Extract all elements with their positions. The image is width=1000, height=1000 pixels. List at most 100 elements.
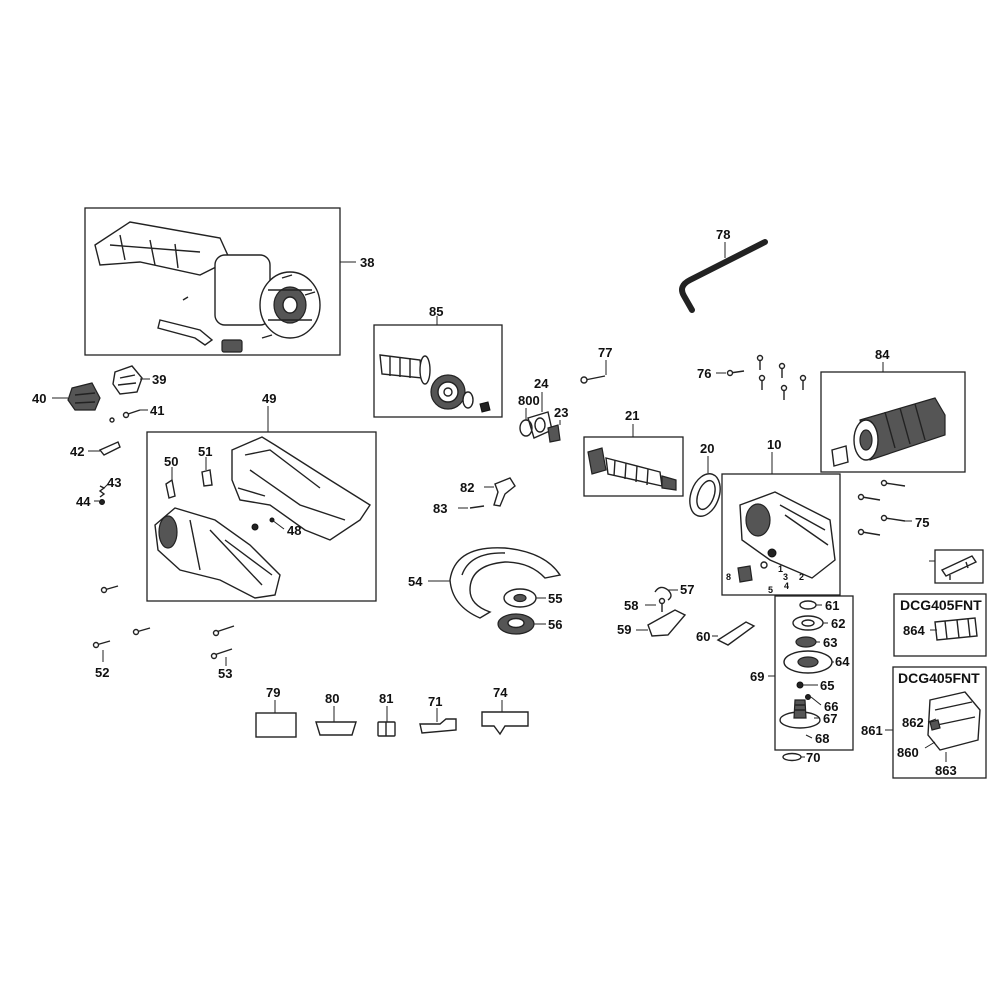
callout-61: 61 xyxy=(825,598,839,613)
callout-64: 64 xyxy=(835,654,850,669)
callout-82: 82 xyxy=(460,480,474,495)
callout-67: 67 xyxy=(823,711,837,726)
callout-60: 60 xyxy=(696,629,710,644)
callout-864: 864 xyxy=(903,623,925,638)
callout-54: 54 xyxy=(408,574,423,589)
part-24-washer xyxy=(519,408,533,437)
part-20-spindle xyxy=(583,424,684,497)
callout-9: 10 xyxy=(767,437,781,452)
callout-39: 39 xyxy=(152,372,166,387)
callout-74: 76 xyxy=(697,366,711,381)
label-1: 1 xyxy=(778,564,783,574)
part-52-screws xyxy=(92,585,151,662)
part-800-module xyxy=(929,549,984,584)
callout-40: 40 xyxy=(32,391,46,406)
callout-49: 51 xyxy=(198,444,212,459)
callout-81: 74 xyxy=(493,685,508,700)
label-2: 2 xyxy=(799,572,804,582)
callout-57: 57 xyxy=(680,582,694,597)
callout-65: 65 xyxy=(820,678,834,693)
callout-50: 50 xyxy=(164,454,178,469)
callout-68: 68 xyxy=(815,731,829,746)
callout-53: 53 xyxy=(218,666,232,681)
part-21-bearing xyxy=(547,420,561,443)
callout-71: 75 xyxy=(915,515,929,530)
callout-20: 21 xyxy=(625,408,639,423)
part-69-bearing-assembly xyxy=(768,595,854,751)
callout-860: 860 xyxy=(897,745,919,760)
part-83-pin xyxy=(458,505,485,509)
part-79-label xyxy=(377,706,396,737)
callout-85: 85 xyxy=(429,304,443,319)
callout-56: 56 xyxy=(548,617,562,632)
callout-62: 62 xyxy=(831,616,845,631)
callout-23: 24 xyxy=(534,376,549,391)
callout-76: 78 xyxy=(716,227,730,242)
kit-a-title: DCG405FNT xyxy=(900,597,982,613)
callout-10: 20 xyxy=(700,441,714,456)
part-71-screws xyxy=(857,479,912,536)
callout-43: 43 xyxy=(107,475,121,490)
part-59-lever xyxy=(636,609,687,637)
part-85-gear-assembly xyxy=(373,316,503,418)
label-5: 5 xyxy=(768,585,773,595)
part-82-lever xyxy=(484,477,516,507)
callout-41: 41 xyxy=(150,403,164,418)
part-39-switch-cover xyxy=(112,365,150,395)
part-55-flange xyxy=(503,588,546,608)
callout-42: 42 xyxy=(70,444,84,459)
callout-52: 52 xyxy=(95,665,109,680)
callout-38: 38 xyxy=(360,255,374,270)
label-4: 4 xyxy=(784,581,789,591)
part-78-label xyxy=(315,706,357,736)
part-75-screw xyxy=(580,360,607,384)
label-3: 3 xyxy=(783,572,788,582)
callout-75: 77 xyxy=(598,345,612,360)
part-42-clip xyxy=(88,441,121,456)
callout-863: 863 xyxy=(935,763,957,778)
callout-59: 59 xyxy=(617,622,631,637)
kit-a-box xyxy=(893,593,987,657)
callout-51: 49 xyxy=(262,391,276,406)
callout-78: 80 xyxy=(325,691,339,706)
part-80-label xyxy=(419,708,457,734)
part-74-screws xyxy=(716,354,807,400)
switch-lock-labels: 8 1 3 2 5 4 xyxy=(726,564,804,595)
callout-861: 861 xyxy=(861,723,883,738)
callout-70: 70 xyxy=(806,750,820,765)
callout-79: 81 xyxy=(379,691,393,706)
callout-83: 83 xyxy=(433,501,447,516)
callout-80: 71 xyxy=(428,694,442,709)
part-51-housing xyxy=(146,406,377,602)
part-54-guard xyxy=(428,547,562,619)
callout-77: 79 xyxy=(266,685,280,700)
part-10-gasket xyxy=(689,456,721,517)
part-38-motor-assembly xyxy=(84,207,356,356)
part-70-ring xyxy=(782,752,805,762)
callout-21: 23 xyxy=(554,405,568,420)
part-53-screws xyxy=(210,625,235,666)
part-58-screw xyxy=(645,597,666,612)
part-81-label xyxy=(481,700,529,736)
callout-66: 66 xyxy=(824,699,838,714)
callout-48: 48 xyxy=(287,523,301,538)
part-84-side-handle xyxy=(820,362,966,473)
part-9-gear-case xyxy=(721,452,841,596)
part-60-latch xyxy=(712,621,756,646)
part-43-44-spring xyxy=(94,483,109,505)
callout-58: 58 xyxy=(624,598,638,613)
callout-44: 44 xyxy=(76,494,91,509)
kit-b-title: DCG405FNT xyxy=(898,670,980,686)
part-40-end-cap xyxy=(52,382,101,411)
callout-69: 69 xyxy=(750,669,764,684)
part-56-nut xyxy=(497,613,546,635)
callout-84: 84 xyxy=(875,347,890,362)
callout-24: 800 xyxy=(518,393,540,408)
part-77-label xyxy=(255,700,297,738)
kit-b-box xyxy=(885,666,987,779)
part-57-spring xyxy=(654,586,678,601)
label-8: 8 xyxy=(726,572,731,582)
part-41-screw xyxy=(109,409,148,423)
callout-63: 63 xyxy=(823,635,837,650)
